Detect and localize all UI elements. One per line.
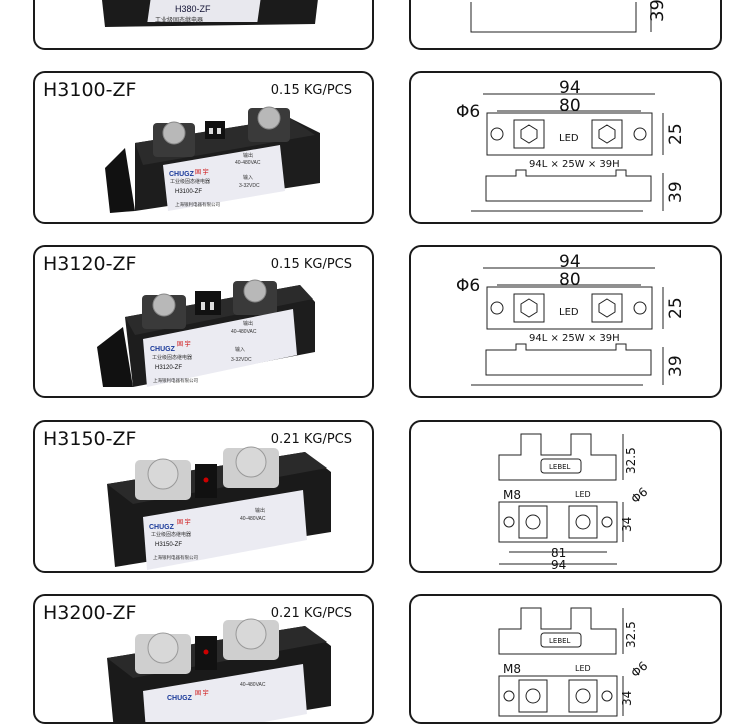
relay-photo: CHUGZ 固 宇 工业级固态继电器 H3100-ZF 上海银利电器有限公司 输… <box>105 106 320 213</box>
label-model: H3150-ZF <box>155 542 182 548</box>
led-label: LED <box>559 133 579 144</box>
brand-cn: 固 宇 <box>195 168 209 176</box>
lebel-label: LEBEL <box>549 637 571 645</box>
dimension-drawing: LEBEL 32.5 M8 LED Φ6 34 81 94 <box>498 433 650 572</box>
drawing-card-h3200: LEBEL 32.5 M8 LED Φ6 34 <box>409 594 722 724</box>
label-cn: 工业级固态继电器 <box>152 354 192 361</box>
drawing-card-h3120: 94 80 Φ6 LED 25 94L × 25W × 39H 39 <box>409 245 722 398</box>
hole-label: Φ6 <box>456 276 480 296</box>
product-model-title: H3200-ZF <box>43 602 137 624</box>
label-voltage: 40-480VAC <box>240 516 266 522</box>
product-weight: 0.15 KG/PCS <box>270 83 352 98</box>
width-label: 94 <box>559 252 581 272</box>
height-label: 34 <box>620 691 634 706</box>
label-model: H3100-ZF <box>175 189 202 195</box>
brand-logo: CHUGZ <box>149 524 175 531</box>
hole-label: Φ6 <box>628 659 650 681</box>
pitch-label: 80 <box>559 270 581 290</box>
m8-label: M8 <box>503 488 521 502</box>
brand-logo: CHUGZ <box>167 695 193 702</box>
label-output: 输出 <box>243 152 253 159</box>
product-model-title: H3150-ZF <box>43 428 137 450</box>
product-model-title: H3100-ZF <box>43 79 137 101</box>
brand-cn: 固 宇 <box>195 689 209 697</box>
label-model: H3120-ZF <box>155 365 182 371</box>
hole-label: Φ6 <box>456 102 480 122</box>
product-card-h380: H380-ZF 工业级固态继电器 <box>33 0 374 50</box>
led-label: LED <box>575 664 591 673</box>
side-view-drawing: 39 <box>470 0 668 33</box>
depth-label: 39 <box>666 181 686 203</box>
height-top-label: 32.5 <box>624 447 638 474</box>
product-card-h3200: H3200-ZF 0.21 KG/PCS CHUGZ 固 宇 40-480VAC <box>33 594 374 724</box>
drawing-card-h3100: 94 80 Φ6 LED 25 94L × 25W × 39H 39 <box>409 71 722 224</box>
height-label: 34 <box>620 517 634 532</box>
led-label: LED <box>559 307 579 318</box>
product-card-h3100: H3100-ZF 0.15 KG/PCS CHUGZ 固 宇 工业级固态继电器 … <box>33 71 374 224</box>
label-input: 输入 <box>235 346 245 353</box>
brand-cn: 固 宇 <box>177 518 191 526</box>
brand-logo: CHUGZ <box>169 171 195 178</box>
product-card-h3120: H3120-ZF 0.15 KG/PCS CHUGZ 固 宇 工业级固态继电器 … <box>33 245 374 398</box>
height-label: 25 <box>666 123 686 145</box>
relay-label-model: H380-ZF <box>175 4 211 14</box>
drawing-card-h3150: LEBEL 32.5 M8 LED Φ6 34 81 94 <box>409 420 722 573</box>
relay-photo: H380-ZF 工业级固态继电器 <box>102 0 318 27</box>
height-label: 25 <box>666 297 686 319</box>
product-weight: 0.15 KG/PCS <box>270 257 352 272</box>
relay-photo: CHUGZ 固 宇 工业级固态继电器 H3150-ZF 上海银利电器有限公司 输… <box>107 446 331 570</box>
depth-label: 39 <box>666 355 686 377</box>
relay-photo: CHUGZ 固 宇 工业级固态继电器 H3120-ZF 上海银利电器有限公司 输… <box>97 279 315 387</box>
brand-logo: CHUGZ <box>150 346 176 353</box>
label-company: 上海银利电器有限公司 <box>153 377 198 384</box>
drawing-card-h380: 39 <box>409 0 722 50</box>
product-card-h3150: H3150-ZF 0.21 KG/PCS CHUGZ 固 宇 工业级固态继电器 … <box>33 420 374 573</box>
label-dc: 3-32VDC <box>231 357 252 363</box>
label-input: 输入 <box>243 174 253 181</box>
relay-photo: CHUGZ 固 宇 40-480VAC <box>107 618 331 722</box>
label-cn: 工业级固态继电器 <box>170 178 210 185</box>
label-output: 输出 <box>255 507 265 514</box>
brand-cn: 固 宇 <box>177 340 191 348</box>
label-company: 上海银利电器有限公司 <box>175 201 220 208</box>
label-dc: 3-32VDC <box>239 183 260 189</box>
pitch-label: 81 <box>551 546 566 560</box>
hole-label: Φ6 <box>628 485 650 507</box>
height-top-label: 32.5 <box>624 621 638 648</box>
dimension-drawing: LEBEL 32.5 M8 LED Φ6 34 <box>498 607 650 717</box>
product-weight: 0.21 KG/PCS <box>270 606 352 621</box>
dimension-drawing: 94 80 Φ6 LED 25 94L × 25W × 39H 39 <box>456 252 686 386</box>
dimension-drawing: 94 80 Φ6 LED 25 94L × 25W × 39H 39 <box>456 78 686 212</box>
size-note: 94L × 25W × 39H <box>529 333 620 344</box>
pitch-label: 80 <box>559 96 581 116</box>
size-note: 94L × 25W × 39H <box>529 159 620 170</box>
width-label: 94 <box>559 78 581 98</box>
label-voltage: 40-480VAC <box>231 329 257 335</box>
product-model-title: H3120-ZF <box>43 253 137 275</box>
label-cn: 工业级固态继电器 <box>151 531 191 538</box>
label-output: 输出 <box>243 320 253 327</box>
led-label: LED <box>575 490 591 499</box>
lebel-label: LEBEL <box>549 463 571 471</box>
depth-label: 39 <box>647 0 668 22</box>
label-voltage: 40-480VAC <box>235 160 261 166</box>
relay-label-cn: 工业级固态继电器 <box>155 16 203 24</box>
width-label: 94 <box>551 558 566 572</box>
label-company: 上海银利电器有限公司 <box>153 554 198 561</box>
product-weight: 0.21 KG/PCS <box>270 432 352 447</box>
label-voltage: 40-480VAC <box>240 682 266 688</box>
m8-label: M8 <box>503 662 521 676</box>
